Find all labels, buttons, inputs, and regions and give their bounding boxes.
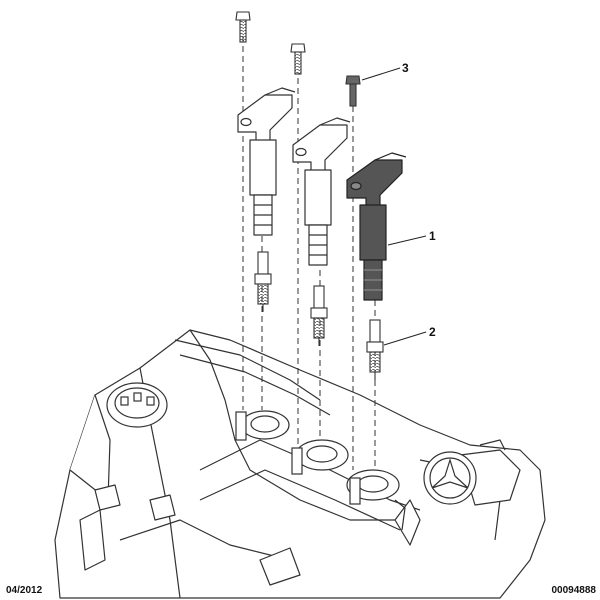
alignment-lines (242, 36, 376, 470)
spark-plug-well (235, 410, 406, 531)
oil-filler-cap-icon (106, 382, 168, 428)
footer-date: 04/2012 (6, 585, 43, 596)
ignition-coil (292, 117, 351, 266)
fixing-screw (235, 11, 361, 107)
ignition-coil-highlighted (346, 152, 407, 301)
callout-leaders (361, 67, 427, 346)
engine-emblem-icon (423, 451, 477, 505)
ignition-coil (237, 87, 296, 236)
spark-plug (254, 251, 384, 380)
callout-fixing-screw: 3 (402, 61, 409, 75)
footer-reference: 00094888 (551, 585, 597, 596)
callout-ignition-coil: 1 (429, 229, 436, 243)
callout-spark-plug: 2 (429, 325, 436, 339)
